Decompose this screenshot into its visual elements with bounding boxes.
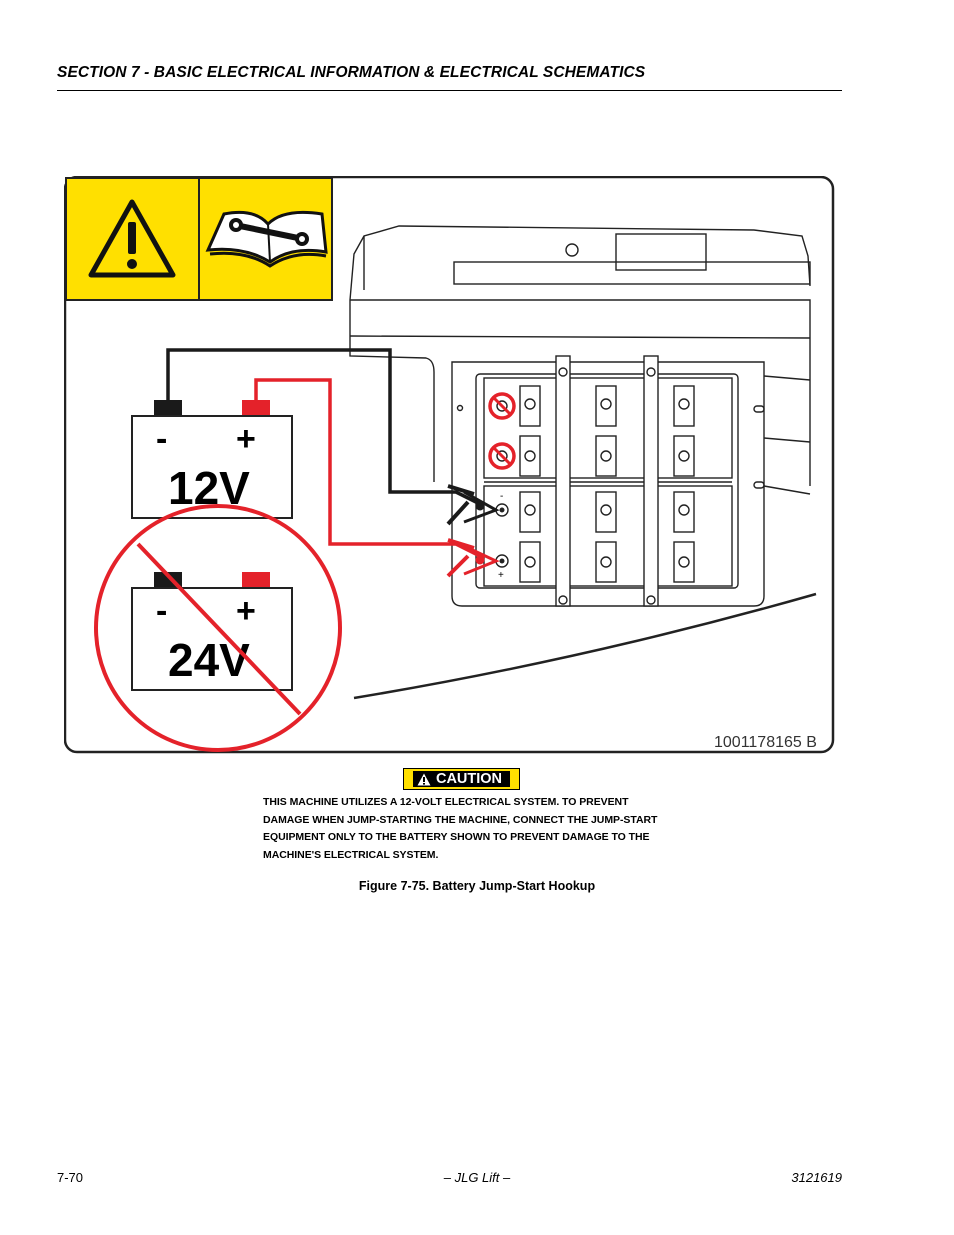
hold-down-straps xyxy=(555,355,659,607)
battery-12v: - + 12V xyxy=(131,400,293,519)
red-jumper-cable xyxy=(254,378,485,560)
warning-pictogram-panel xyxy=(65,177,333,301)
battery-24v-minus: - xyxy=(156,592,167,630)
machine-housing xyxy=(349,225,817,700)
battery-12v-minus: - xyxy=(156,420,167,458)
figure-part-number: 1001178165 B xyxy=(714,734,817,751)
terminal-minus-label: - xyxy=(500,491,503,502)
battery-tray xyxy=(451,361,765,607)
terminal-plus-label: + xyxy=(498,570,504,581)
footer-publisher: – JLG Lift – xyxy=(443,1170,511,1185)
red-jumper-clamp-icon xyxy=(446,538,500,578)
section-title: SECTION 7 - BASIC ELECTRICAL INFORMATION… xyxy=(57,64,646,81)
page-number: 7-70 xyxy=(57,1170,84,1185)
document-number: 3121619 xyxy=(791,1170,842,1185)
battery-24v-plus: + xyxy=(236,592,256,630)
black-jumper-cable xyxy=(166,348,485,508)
figure-caption: Figure 7-75. Battery Jump-Start Hookup xyxy=(358,879,596,893)
caution-warning-icon xyxy=(417,773,431,785)
prohibited-terminal-icon xyxy=(488,392,516,470)
header-rule xyxy=(57,90,842,91)
caution-message: THIS MACHINE UTILIZES A 12-VOLT ELECTRIC… xyxy=(263,796,658,861)
manual-wrench-icon xyxy=(205,210,328,268)
warning-triangle-icon xyxy=(88,199,176,278)
caution-badge: CAUTION xyxy=(403,768,520,790)
battery-cells xyxy=(519,385,695,583)
caution-label: CAUTION xyxy=(435,771,503,787)
battery-24v-voltage: 24V xyxy=(168,634,250,686)
battery-24v-prohibited: - + 24V xyxy=(94,504,342,752)
black-jumper-clamp-icon xyxy=(446,484,500,526)
battery-jump-start-figure: - + - + 12V - + 24V 1001178165 xyxy=(63,175,836,756)
battery-12v-plus: + xyxy=(236,420,256,458)
prohibited-icon xyxy=(94,504,342,752)
